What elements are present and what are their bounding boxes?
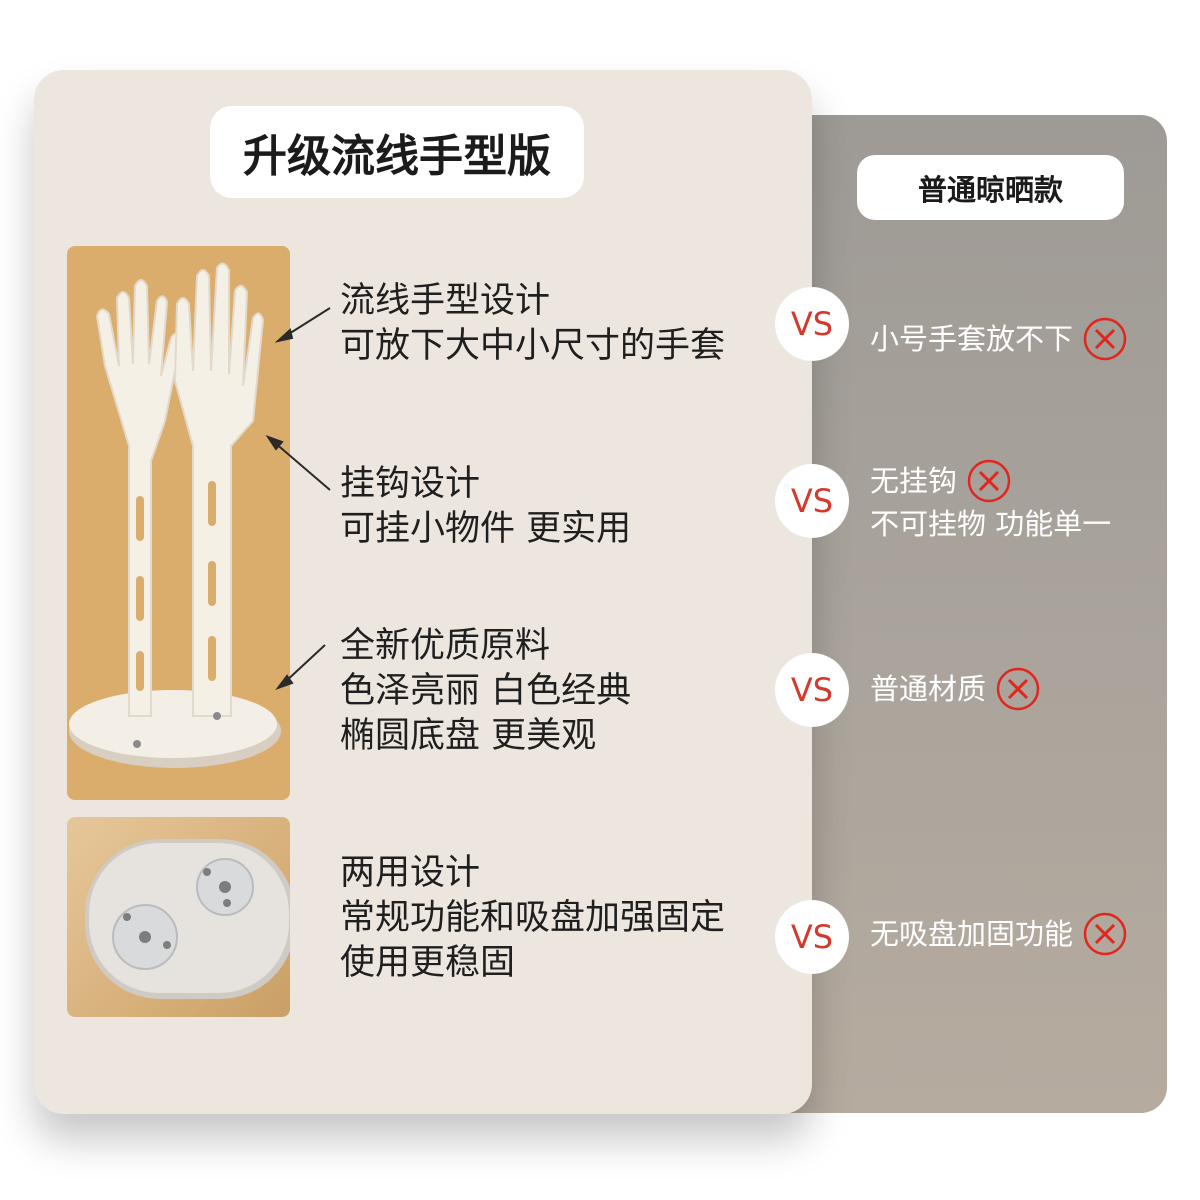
vs-badge: VS	[775, 653, 849, 727]
glove-rack-illustration	[69, 262, 281, 768]
feature-line: 使用更稳固	[340, 943, 516, 983]
feature-line: 流线手型设计	[340, 281, 551, 321]
cross-icon	[1083, 317, 1127, 361]
comparison-small-gloves: 小号手套放不下	[870, 317, 1127, 361]
feature-glove-shape: 流线手型设计 可放下大中小尺寸的手套	[340, 279, 725, 369]
cross-icon	[996, 667, 1040, 711]
comparison-no-suction: 无吸盘加固功能	[870, 912, 1127, 956]
feature-line: 两用设计	[340, 853, 481, 893]
cross-icon	[967, 459, 1011, 503]
comparison-material: 普通材质	[870, 667, 1040, 711]
glove-rack-image	[67, 246, 290, 800]
feature-material: 全新优质原料 色泽亮丽 白色经典 椭圆底盘 更美观	[340, 624, 631, 759]
feature-line: 常规功能和吸盘加强固定	[340, 898, 726, 938]
feature-dual-use: 两用设计 常规功能和吸盘加强固定 使用更稳固	[340, 851, 725, 986]
feature-line: 椭圆底盘 更美观	[340, 716, 597, 756]
feature-line: 可挂小物件 更实用	[340, 509, 632, 549]
comparison-line: 无吸盘加固功能	[870, 917, 1074, 951]
upgrade-title: 升级流线手型版	[210, 106, 584, 198]
suction-base-illustration	[85, 839, 290, 999]
feature-line: 挂钩设计	[340, 464, 481, 504]
feature-hook: 挂钩设计 可挂小物件 更实用	[340, 462, 631, 552]
cross-icon	[1083, 912, 1127, 956]
comparison-line: 无挂钩	[870, 464, 958, 498]
vs-badge: VS	[775, 287, 849, 361]
feature-line: 可放下大中小尺寸的手套	[340, 326, 726, 366]
vs-badge: VS	[775, 464, 849, 538]
comparison-no-hook: 无挂钩 不可挂物 功能单一	[870, 459, 1111, 545]
comparison-line: 普通材质	[870, 672, 987, 706]
vs-badge: VS	[775, 900, 849, 974]
suction-base-image	[67, 817, 290, 1017]
normal-title: 普通晾晒款	[857, 155, 1124, 220]
comparison-line: 小号手套放不下	[870, 322, 1074, 356]
comparison-line: 不可挂物 功能单一	[870, 507, 1112, 541]
feature-line: 全新优质原料	[340, 626, 551, 666]
feature-line: 色泽亮丽 白色经典	[340, 671, 632, 711]
